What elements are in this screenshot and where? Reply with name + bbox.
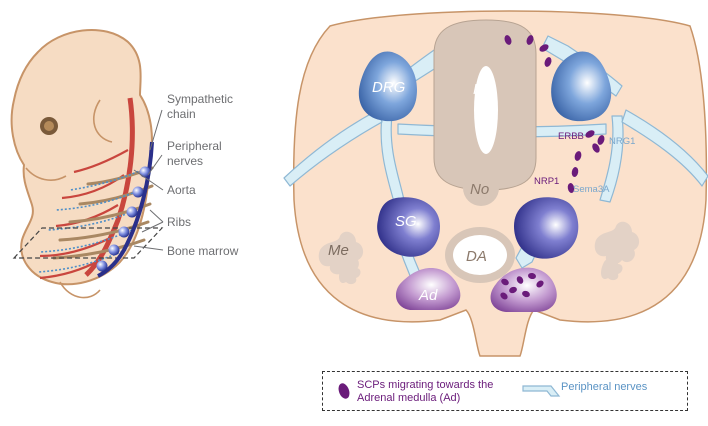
embryo-tail — [59, 281, 101, 299]
aorta-branches — [39, 149, 129, 280]
label-peripheral-nerves: Peripheral nerves — [167, 139, 225, 168]
label-da: DA — [466, 248, 487, 265]
scp-legend-icon — [338, 383, 350, 399]
sympathetic-ganglion-right — [514, 197, 579, 259]
legend-scp-line-2: Adrenal medulla (Ad) — [357, 392, 461, 404]
embryo-face-fold — [92, 99, 113, 143]
transverse-section: NT DRG No DA SG Ad Me — [283, 10, 708, 357]
nerve-legend-icon — [522, 385, 561, 397]
label-ad: Ad — [418, 287, 438, 304]
adrenal-medulla-right — [490, 267, 557, 312]
legend-scp-line-1: SCPs migrating towards the — [357, 379, 494, 391]
legend-scp-text: SCPs migrating towards the Adrenal medul… — [357, 379, 493, 405]
embryo-limb-bud — [25, 167, 67, 181]
sympathetic-ganglion-left — [377, 197, 440, 257]
dorsal-aorta-lumen — [453, 235, 507, 275]
legend-nerve-text: Peripheral nerves — [561, 381, 648, 393]
label-me: Me — [328, 242, 349, 259]
legend-box: SCPs migrating towards the Adrenal medul… — [322, 371, 688, 411]
label-nrg1: NRG1 — [609, 136, 635, 147]
sympathetic-ganglia — [96, 166, 151, 272]
label-nrp1: NRP1 — [534, 176, 559, 187]
label-nt: NT — [473, 81, 495, 98]
label-sympathetic-chain: Sympathetic chain — [167, 92, 236, 121]
embryo-eye-highlight — [44, 121, 54, 131]
mesonephros-right — [594, 221, 640, 281]
label-bone-marrow: Bone marrow — [167, 244, 239, 258]
bone-marrow-region — [12, 227, 164, 259]
scp-cells — [500, 35, 605, 300]
callout-leaders — [133, 109, 164, 251]
neural-tube — [433, 19, 537, 191]
mesonephros-left — [318, 231, 364, 285]
label-sema3a: Sema3A — [573, 184, 610, 195]
drg-right — [551, 51, 612, 122]
embryo-illustration: Sympathetic chain Peripheral nerves Aort… — [10, 29, 239, 299]
label-aorta: Aorta — [167, 183, 196, 197]
notochord — [463, 170, 499, 206]
adrenal-medulla-left — [395, 268, 461, 310]
label-ribs: Ribs — [167, 215, 191, 229]
label-drg: DRG — [372, 79, 406, 96]
label-no: No — [470, 181, 489, 198]
drg-left — [358, 51, 417, 122]
label-erbb: ERBB — [558, 131, 584, 142]
label-sg: SG — [395, 213, 417, 230]
